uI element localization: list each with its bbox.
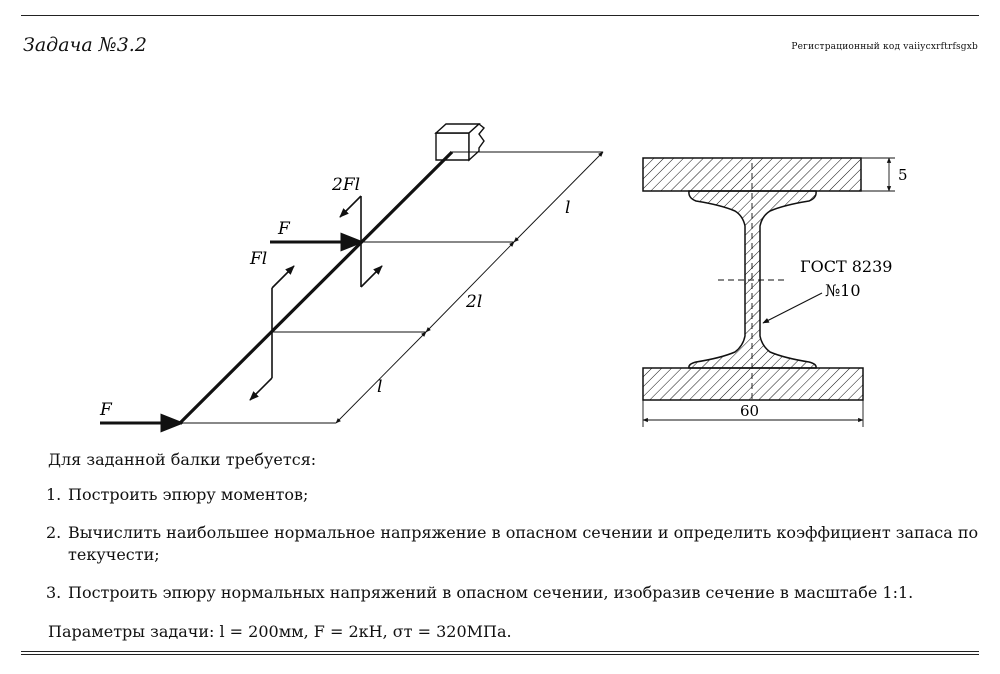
label-thickness: 5: [898, 166, 908, 184]
dimension-line-l-top: [513, 151, 604, 243]
label-dim-2l: 2l: [465, 292, 482, 312]
bottom-rule: [21, 651, 979, 652]
label-width: 60: [740, 402, 759, 420]
gost-leader-line: [762, 292, 823, 324]
task-item-text: Построить эпюру моментов;: [68, 485, 309, 504]
label-dim-l-top: l: [565, 198, 570, 218]
task-item-number: 2.: [46, 523, 62, 542]
task-item-text: Построить эпюру нормальных напряжений в …: [68, 583, 914, 602]
dimension-line-l-bottom: [335, 331, 427, 424]
beam-scheme: F F 2Fl Fl l 2l l: [99, 123, 604, 433]
task-item-number: 3.: [46, 583, 62, 602]
task-item-3: 3. Построить эпюру нормальных напряжений…: [46, 582, 981, 604]
wall-support: [434, 123, 485, 162]
bottom-plate: [642, 367, 864, 401]
label-force-left: F: [99, 400, 113, 420]
label-profile-number: №10: [825, 281, 861, 300]
bottom-rule-double: [21, 654, 979, 655]
dimension-line-2l: [425, 241, 515, 333]
task-title: Задача №3.2: [23, 34, 147, 56]
task-item-2: 2. Вычислить наибольшее нормальное напря…: [46, 522, 981, 566]
moment-fl-symbol: [249, 265, 295, 401]
label-force-top: F: [277, 219, 291, 239]
task-item-number: 1.: [46, 485, 62, 504]
task-item-1: 1. Построить эпюру моментов;: [46, 484, 981, 506]
task-intro: Для заданной балки требуется:: [48, 450, 317, 469]
task-parameters: Параметры задачи: l = 200мм, F = 2кН, σт…: [48, 622, 512, 641]
label-dim-l-bottom: l: [377, 377, 382, 397]
beam-axis: [178, 150, 454, 425]
cross-section: 5 60 ГОСТ 8239 №10: [642, 157, 908, 427]
label-moment-2fl: 2Fl: [331, 175, 360, 195]
top-rule: [21, 15, 979, 16]
i-beam-profile: [688, 190, 817, 369]
label-gost: ГОСТ 8239: [800, 257, 892, 276]
registration-code: Регистрационный код vaiiycxrftrfsgxb: [791, 42, 978, 52]
moment-2fl-symbol: [339, 195, 383, 288]
task-item-text: Вычислить наибольшее нормальное напряжен…: [68, 523, 979, 564]
label-moment-fl: Fl: [249, 249, 267, 269]
